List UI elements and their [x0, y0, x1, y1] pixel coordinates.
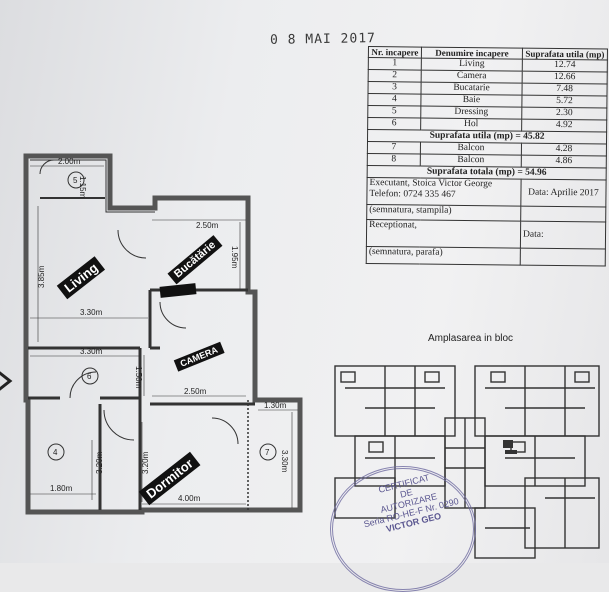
dimension-label: 2.50m	[196, 221, 219, 230]
date-cell: Data: Aprilie 2017	[520, 179, 607, 207]
room-number: 4	[53, 448, 58, 457]
cell-area: 2.30	[521, 107, 607, 121]
dimension-label: 1.30m	[264, 401, 287, 410]
dimension-label: 3.20m	[95, 451, 104, 474]
dimension-label: 3.85m	[37, 265, 46, 288]
building-block-plan	[334, 365, 600, 559]
cell-nr: 1	[368, 57, 422, 71]
dimension-label: 1.15m	[78, 176, 87, 199]
dimension-label: 3.30m	[80, 347, 103, 356]
cell-nr: 5	[367, 105, 421, 119]
dimension-label: 2.50m	[184, 387, 207, 396]
edge-arrow-icon	[0, 371, 13, 391]
dimension-label: 3.20m	[141, 451, 150, 474]
dimension-label: 4.00m	[178, 494, 201, 503]
date-stamp: 0 8 MAI 2017	[269, 31, 377, 48]
cell-area: 5.72	[521, 95, 607, 109]
seal-empty	[520, 248, 606, 266]
room-number: 5	[73, 176, 78, 185]
signature-empty	[520, 206, 606, 222]
cell-area: 7.48	[521, 83, 608, 97]
cell-name: Camera	[421, 70, 523, 84]
cell-name: Dressing	[420, 106, 522, 120]
dimension-label: 3.30m	[80, 308, 103, 317]
executant-phone: Telefon: 0724 335 467	[369, 189, 456, 200]
cell-name: Hol	[420, 118, 522, 132]
cell-area: 4.28	[521, 143, 607, 157]
signature-seal: (semnatura, parafa)	[366, 246, 521, 266]
surface-table: Nr. incapere Denumire incapere Suprafata…	[366, 46, 608, 267]
cell-area: 4.92	[521, 119, 607, 133]
cell-nr: 7	[367, 141, 421, 155]
seal-row: (semnatura, parafa)	[366, 246, 606, 266]
cell-name: Balcon	[420, 154, 522, 168]
dimension-label: 1.50m	[134, 366, 143, 389]
cell-nr: 2	[368, 69, 422, 83]
signature-stamp: (semnatura, stampila)	[366, 204, 521, 222]
cell-nr: 3	[368, 81, 422, 95]
cell-name: Balcon	[420, 142, 522, 156]
dimension-label: 1.95m	[230, 246, 239, 269]
dimension-label: 3.30m	[280, 450, 289, 473]
cell-area: 4.86	[521, 155, 607, 169]
cell-nr: 8	[367, 153, 421, 167]
location-title: Amplasarea in bloc	[428, 333, 514, 344]
cell-name: Baie	[420, 94, 522, 108]
cell-nr: 6	[367, 117, 421, 131]
room-number: 7	[265, 448, 270, 457]
header-nr: Nr. incapere	[368, 46, 422, 59]
executant-cell: Executant, Stoica Victor George Telefon:…	[366, 177, 522, 207]
cell-area: 12.74	[522, 59, 608, 73]
dimension-label: 1.80m	[50, 484, 73, 493]
cell-nr: 4	[367, 93, 421, 107]
dimension-label: 2.00m	[58, 157, 81, 166]
header-name: Denumire incapere	[421, 47, 523, 60]
executant-row: Executant, Stoica Victor George Telefon:…	[366, 177, 607, 207]
receptionat-row: Receptionat, Data:	[366, 219, 606, 249]
cell-name: Bucatarie	[420, 82, 523, 96]
header-area: Suprafata utila (mp)	[522, 48, 608, 61]
floor-plan: 5 6 4 7 2.00m 1.15m 2.50m 1.95m 3.85m 3.…	[23, 153, 303, 515]
receptionat-cell: Receptionat,	[366, 219, 521, 249]
cell-name: Living	[421, 58, 523, 72]
room-number: 6	[87, 372, 92, 381]
cell-area: 12.66	[522, 71, 608, 85]
receptionat-date: Data:	[520, 221, 606, 249]
